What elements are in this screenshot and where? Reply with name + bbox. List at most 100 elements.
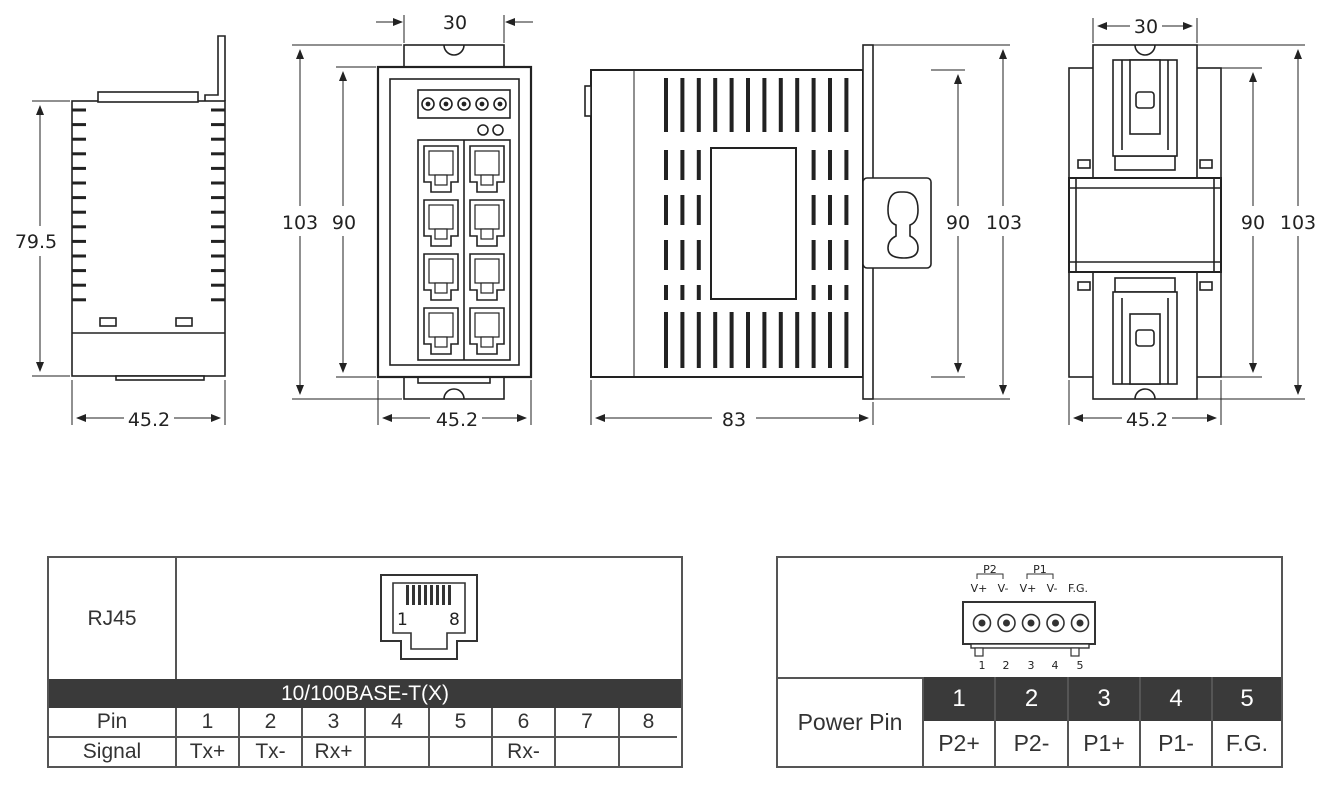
depth-inner-height-dimension: 90 (946, 212, 970, 234)
terminal-screw-center (443, 101, 449, 107)
vent-slot (811, 312, 816, 368)
group-p2-label: P2 (983, 563, 997, 576)
vent-slot (778, 312, 783, 368)
terminal-screw-center (425, 101, 431, 107)
terminal-label-2: V- (997, 582, 1008, 595)
rj45-signal-cell (364, 738, 428, 766)
connector-pin-3: 3 (1027, 659, 1034, 672)
vent-slot (664, 78, 668, 132)
power-pin-number-cell: 4 (1139, 677, 1211, 721)
jack-contact (424, 584, 427, 605)
power-terminal-screw-center (1002, 619, 1010, 626)
rj45-jack-cell: 1 8 (175, 558, 681, 679)
power-terminal-screw-center (1051, 619, 1059, 626)
vent-slot (844, 240, 849, 270)
terminal-block-icon: P2 P1 V+ V- V+ V- F.G. 1 2 3 4 5 (961, 563, 1096, 672)
rear-width-dimension: 45.2 (1126, 409, 1168, 431)
rj45-port (423, 253, 459, 301)
vent-slot (664, 312, 668, 368)
rj45-signal-cell (554, 738, 618, 766)
depth-view (584, 44, 1010, 425)
power-signal-cell: F.G. (1211, 721, 1281, 766)
depth-dimension: 83 (722, 409, 746, 431)
vent-slot (713, 312, 718, 368)
rj45-port (423, 199, 459, 247)
vent-slot (696, 285, 701, 300)
mechanical-drawing: 79.5 45.2 (15, 12, 1316, 431)
rear-inner-height-dimension: 90 (1241, 212, 1265, 234)
front-view (292, 15, 533, 425)
front-top-width-dimension: 30 (443, 12, 467, 34)
power-signal-cell: P1- (1139, 721, 1211, 766)
vent-slot (811, 150, 816, 180)
vent-slot (680, 312, 685, 368)
rj45-signal-cell: Tx- (238, 738, 301, 766)
vent-slot (811, 195, 816, 225)
vent-slot (729, 78, 734, 132)
rj45-signal-cell: Rx+ (301, 738, 364, 766)
jack-pin-first: 1 (397, 610, 408, 630)
rj45-pin-cell: 7 (554, 708, 618, 738)
jack-contact (418, 584, 421, 605)
depth-outer-height-dimension: 103 (986, 212, 1022, 234)
rj45-signal-cell: Rx- (491, 738, 554, 766)
rear-outer-height-dimension: 103 (1280, 212, 1316, 234)
side-view (32, 35, 226, 425)
vent-slot (729, 312, 734, 368)
connector-pin-2: 2 (1002, 659, 1009, 672)
rj45-signal-header: Signal (82, 740, 142, 763)
vent-slot (844, 195, 849, 225)
rj45-port (423, 307, 459, 355)
rj45-pin-cell: 2 (238, 708, 301, 738)
rj45-port (469, 253, 505, 301)
vent-slot (811, 78, 816, 132)
vent-slot (696, 195, 701, 225)
vent-slot (828, 195, 832, 225)
rear-top-width-dimension: 30 (1134, 16, 1158, 38)
vent-slot (696, 150, 701, 180)
vent-slot (844, 78, 849, 132)
vent-slot (746, 312, 750, 368)
front-inner-height-dimension: 90 (332, 212, 356, 234)
power-connector-cell: P2 P1 V+ V- V+ V- F.G. 1 2 3 4 5 (778, 558, 1281, 677)
front-outer-height-dimension: 103 (282, 212, 318, 234)
rj45-pin-cell: 3 (301, 708, 364, 738)
vent-slot (811, 240, 816, 270)
vent-slot (713, 78, 718, 132)
jack-contact (406, 584, 409, 605)
power-pin-number-cell: 2 (994, 677, 1067, 721)
rear-view (1068, 18, 1305, 425)
vent-slot (828, 312, 832, 368)
rj45-pin-cell: 1 (175, 708, 238, 738)
rj45-pin-cell: 4 (364, 708, 428, 738)
connector-pin-4: 4 (1051, 659, 1058, 672)
side-height-dimension: 79.5 (15, 231, 57, 253)
power-pin-label: Power Pin (778, 677, 922, 766)
rj45-pin-header: Pin (49, 708, 175, 738)
vent-slot (680, 150, 685, 180)
vent-slot (828, 285, 832, 300)
power-signal-cell: P2+ (922, 721, 994, 766)
vent-slot (828, 150, 832, 180)
vent-slot (828, 78, 832, 132)
power-signal-cell: P1+ (1067, 721, 1139, 766)
front-width-dimension: 45.2 (436, 409, 478, 431)
vent-slot (680, 78, 685, 132)
rj45-pin-cell: 5 (428, 708, 491, 738)
connector-pin-5: 5 (1076, 659, 1083, 672)
power-pin-number-cell: 5 (1211, 677, 1281, 721)
vent-slot (762, 78, 767, 132)
rj45-port (469, 307, 505, 355)
vent-slot (828, 240, 832, 270)
rj45-pin-cell: 8 (618, 708, 677, 738)
terminal-label-5: F.G. (1067, 582, 1087, 595)
power-terminal-screw-center (1076, 619, 1083, 626)
power-pin-number-cell: 1 (922, 677, 994, 721)
vent-slot (795, 78, 800, 132)
vent-slot (696, 240, 701, 270)
group-p1-label: P1 (1033, 563, 1047, 576)
vent-slot (664, 240, 668, 270)
power-terminal-screw-center (1027, 619, 1034, 626)
vent-slot (664, 285, 668, 300)
